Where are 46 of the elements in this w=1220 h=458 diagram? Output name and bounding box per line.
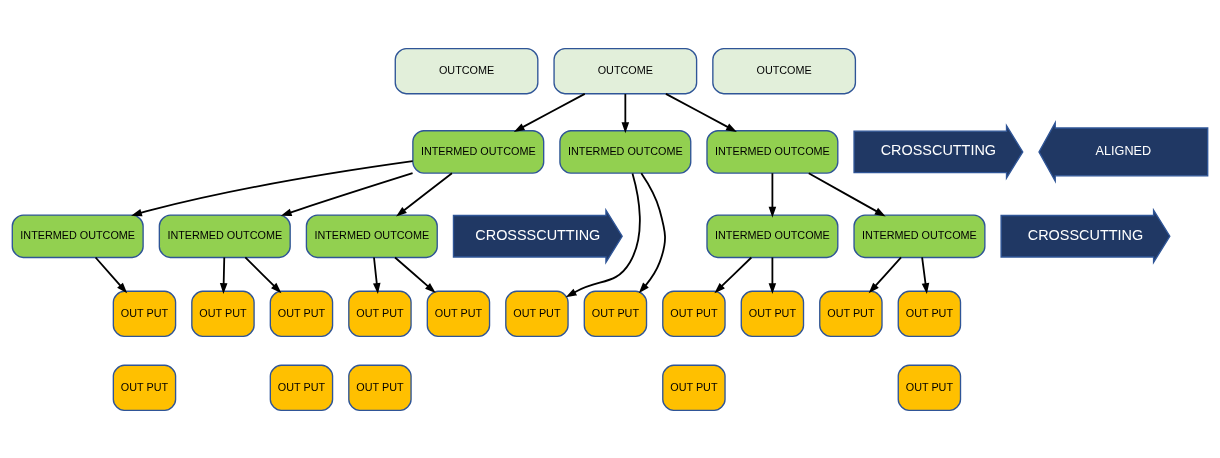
arrow — [807, 171, 886, 216]
arrow — [714, 256, 753, 293]
arrow — [768, 256, 777, 294]
node-box: OUT PUT — [348, 290, 412, 337]
node-box: OUTCOME — [712, 47, 857, 94]
arrow — [94, 256, 128, 293]
arrow — [513, 92, 586, 132]
node-box: OUT PUT — [348, 364, 412, 411]
node-box: OUT PUT — [897, 364, 962, 411]
node-box: OUT PUT — [426, 290, 491, 337]
node-box: INTERMED OUTCOME — [11, 213, 144, 258]
node-box: INTERMED OUTCOME — [853, 213, 986, 258]
node-box: OUT PUT — [583, 290, 648, 337]
node-box: INTERMED OUTCOME — [706, 129, 839, 174]
arrow — [665, 92, 737, 132]
node-box: OUT PUT — [269, 364, 334, 411]
node-box: OUT PUT — [505, 290, 569, 337]
arrow — [396, 171, 453, 217]
node-box: OUTCOME — [394, 47, 539, 94]
node-box: OUT PUT — [662, 364, 726, 411]
node-box: INTERMED OUTCOME — [706, 213, 839, 258]
arrow — [373, 256, 381, 294]
node-box: OUT PUT — [269, 290, 334, 337]
arrow — [921, 256, 930, 294]
node-box: OUT PUT — [740, 290, 805, 337]
node-box: OUTCOME — [553, 47, 698, 94]
arrow — [244, 256, 282, 293]
node-box: OUT PUT — [819, 290, 883, 337]
arrow — [219, 256, 228, 294]
node-box: INTERMED OUTCOME — [305, 213, 438, 258]
node-box: OUT PUT — [662, 290, 726, 337]
arrow — [638, 171, 666, 293]
node-box: INTERMED OUTCOME — [412, 129, 545, 174]
arrow — [868, 256, 902, 293]
arrow — [131, 159, 414, 216]
arrow — [768, 171, 777, 218]
arrow — [565, 172, 641, 297]
node-box: INTERMED OUTCOME — [158, 213, 291, 258]
arrow — [280, 171, 414, 216]
node-box: INTERMED OUTCOME — [559, 129, 692, 174]
node-box: OUT PUT — [191, 290, 255, 337]
arrow — [394, 256, 436, 293]
node-box: OUT PUT — [112, 290, 177, 337]
node-box: OUT PUT — [897, 290, 962, 337]
arrow — [621, 92, 630, 133]
node-box: OUT PUT — [112, 364, 177, 411]
